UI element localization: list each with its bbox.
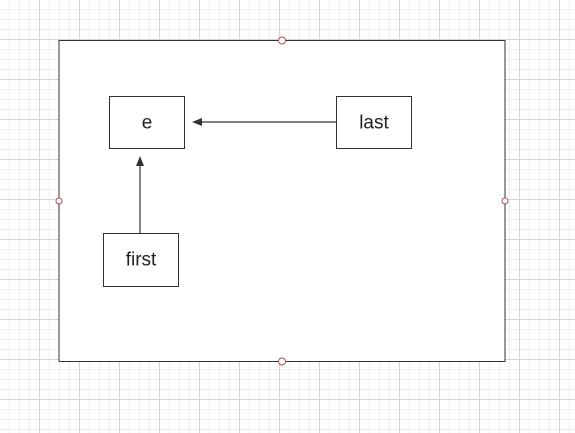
container-frame[interactable]	[58, 40, 506, 362]
node-e-box[interactable]	[109, 96, 185, 149]
resize-handle-left[interactable]	[55, 197, 63, 205]
arrowhead-icon	[192, 118, 202, 126]
node-first-box[interactable]	[103, 233, 179, 287]
node-last[interactable]: last	[336, 96, 412, 149]
edge-last-to-e[interactable]	[192, 118, 336, 126]
node-first[interactable]: first	[103, 233, 179, 287]
node-last-box[interactable]	[336, 96, 412, 149]
node-e[interactable]: e	[109, 96, 185, 149]
resize-handle-top[interactable]	[278, 36, 286, 45]
node-e-label: e	[142, 113, 153, 134]
container-rect[interactable]	[58, 40, 506, 362]
resize-handle-bottom[interactable]	[278, 357, 286, 366]
selection-handles[interactable]	[55, 36, 509, 366]
edge-first-to-e[interactable]	[136, 156, 144, 233]
resize-handle-right[interactable]	[501, 197, 509, 205]
arrowhead-icon	[136, 156, 144, 166]
node-first-label: first	[126, 250, 157, 271]
node-last-label: last	[359, 113, 389, 134]
